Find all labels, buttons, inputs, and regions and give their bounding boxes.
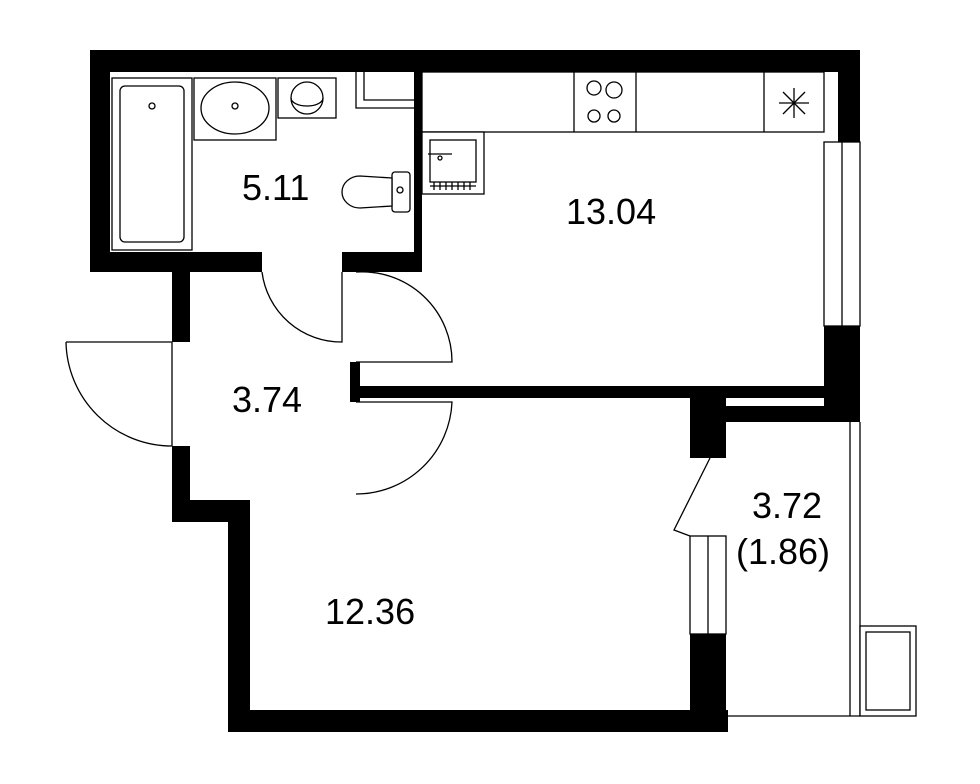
fridge-icon [779, 88, 809, 118]
bedroom-door-swing [355, 401, 453, 495]
stove-icon [586, 80, 623, 123]
walls [90, 50, 860, 732]
bathroom-door-swing [261, 271, 343, 343]
hallway-area: 3.74 [232, 379, 302, 420]
balcony-door-swing [673, 457, 711, 537]
kitchen-area: 13.04 [566, 191, 656, 232]
kitchen-fixtures [421, 71, 825, 195]
kitchen-counter [421, 71, 825, 133]
bathtub [111, 77, 193, 251]
shaft [355, 72, 414, 109]
washing-machine [277, 77, 337, 119]
doors [65, 271, 711, 537]
windows [689, 141, 917, 717]
sink [193, 77, 277, 141]
balcony-reduced-area: (1.86) [736, 531, 830, 572]
entrance-door-swing [65, 341, 173, 447]
bathroom-fixtures [111, 72, 414, 251]
kitchen-sink [421, 131, 485, 195]
area-labels: 5.11 13.04 3.74 12.36 3.72 (1.86) [232, 167, 830, 632]
kitchen-door-swing [355, 271, 453, 363]
toilet [341, 171, 411, 213]
balcony-ledge [859, 625, 917, 717]
bathroom-area: 5.11 [242, 167, 309, 208]
balcony-area: 3.72 [752, 485, 822, 526]
bedroom-area: 12.36 [325, 591, 415, 632]
